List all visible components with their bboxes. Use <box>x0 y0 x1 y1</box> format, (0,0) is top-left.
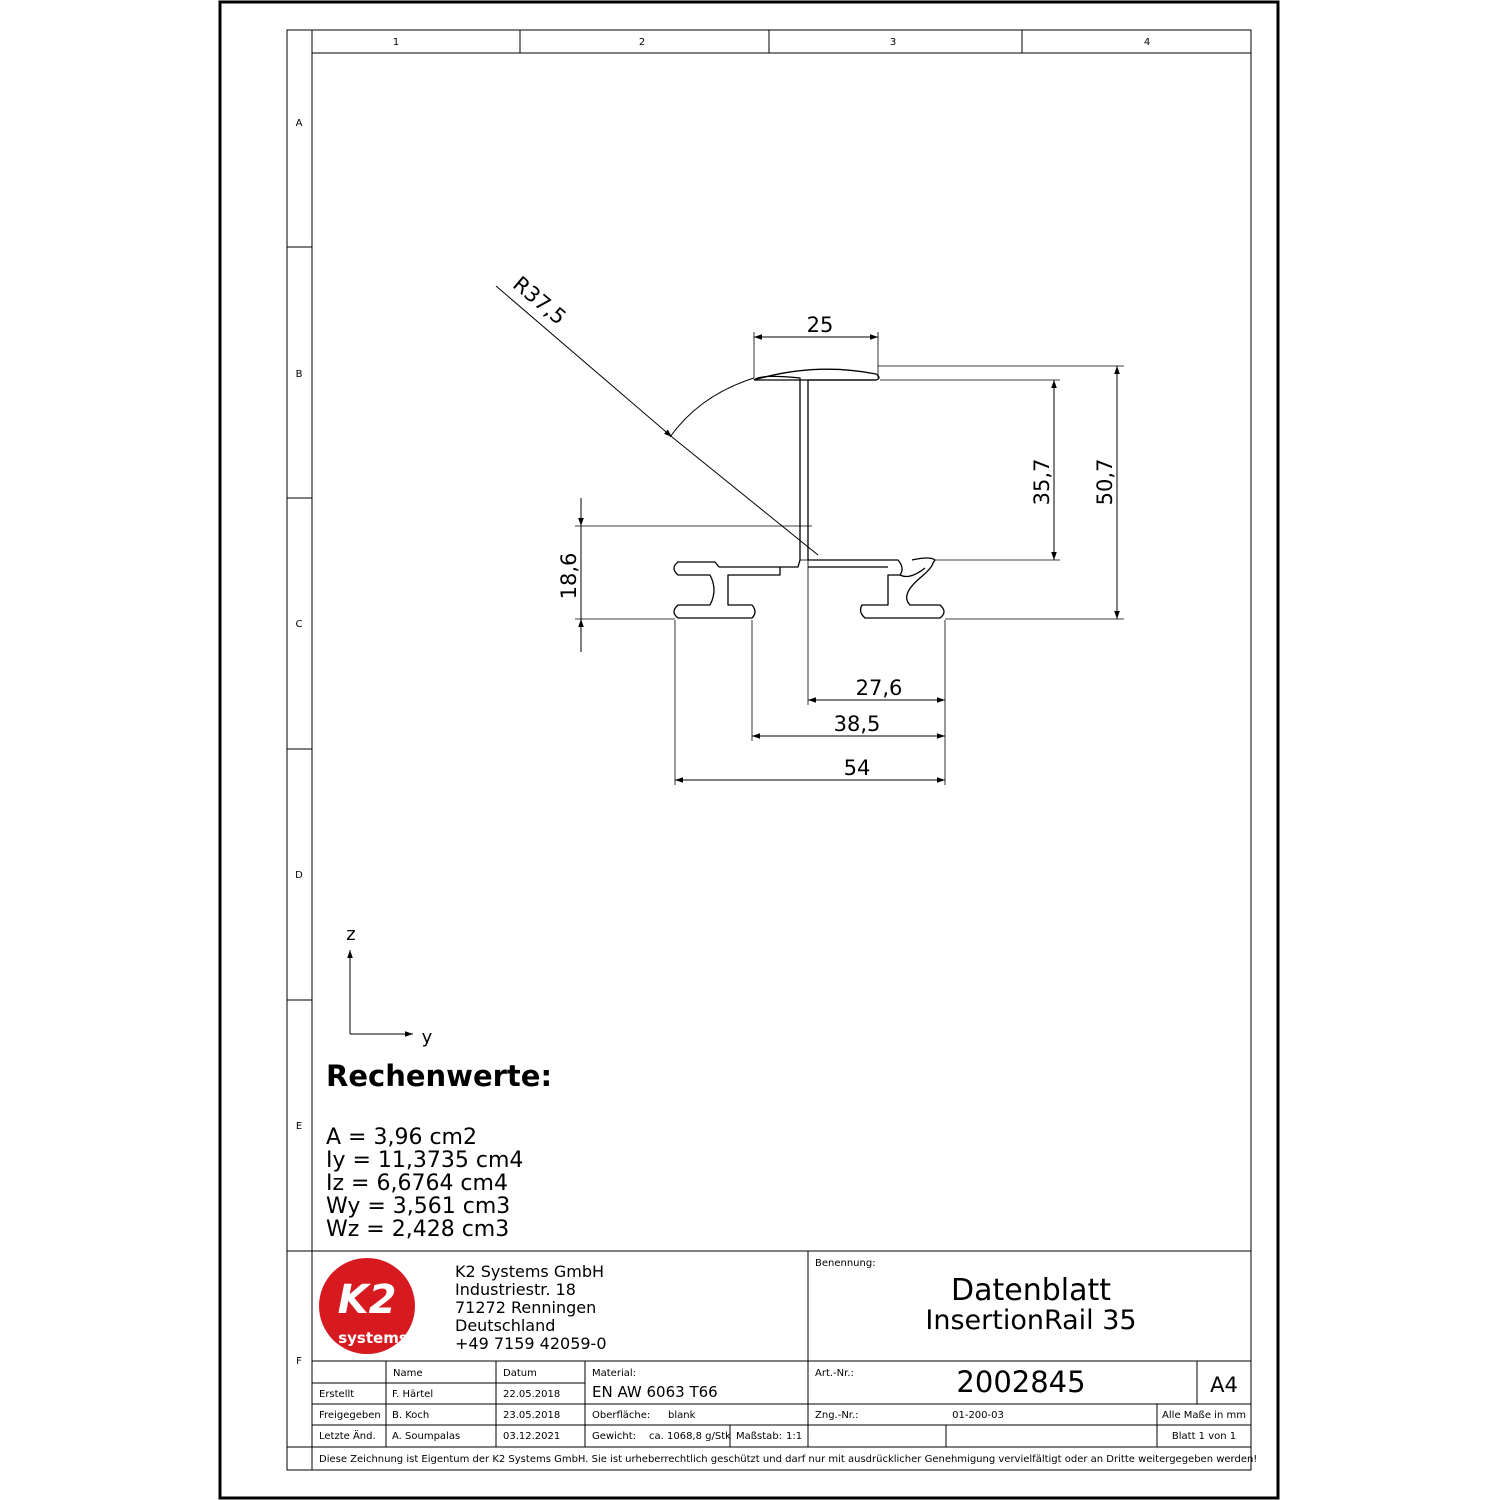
zng-nr-value: 01-200-03 <box>952 1410 1004 1421</box>
rail-profile <box>669 368 945 705</box>
row-name-approved: B. Koch <box>392 1410 429 1421</box>
title-block: K2 systems K2 Systems GmbH Industriestr.… <box>287 1250 1257 1465</box>
art-nr-value: 2002845 <box>956 1365 1085 1399</box>
dim-height-upper-label: 35,7 <box>1030 459 1054 506</box>
material-value: EN AW 6063 T66 <box>592 1383 718 1401</box>
weight-value: ca. 1068,8 g/Stk <box>649 1431 731 1442</box>
surface-value: blank <box>668 1410 696 1421</box>
coordinate-axes: z y <box>346 924 432 1048</box>
company-address: K2 Systems GmbH Industriestr. 18 71272 R… <box>455 1262 607 1353</box>
logo-text-top: K2 <box>338 1277 397 1323</box>
dim-height-total-label: 50,7 <box>1093 459 1117 506</box>
logo-text-bottom: systems <box>338 1329 408 1347</box>
dim-radius-label: R37,5 <box>508 272 570 330</box>
units-note: Alle Maße in mm <box>1162 1410 1246 1421</box>
row-date-changed: 03.12.2021 <box>503 1431 560 1442</box>
grid-col-label: 1 <box>393 37 399 48</box>
scale-label: Maßstab: <box>736 1431 782 1442</box>
axis-y-label: y <box>422 1027 433 1048</box>
company-city: 71272 Renningen <box>455 1298 596 1317</box>
art-nr-label: Art.-Nr.: <box>815 1368 854 1379</box>
grid-col-label: 2 <box>639 37 645 48</box>
drawing-title: Datenblatt <box>951 1273 1111 1308</box>
calc-title: Rechenwerte: <box>326 1059 552 1093</box>
calc-values: Rechenwerte: A = 3,96 cm2 Iy = 11,3735 c… <box>326 1059 552 1242</box>
row-role-created: Erstellt <box>319 1389 354 1400</box>
grid-row-labels: A B C D E F <box>295 118 303 1367</box>
row-role-approved: Freigegeben <box>319 1410 381 1421</box>
calc-line-iz: Iz = 6,6764 cm4 <box>326 1171 508 1196</box>
calc-line-iy: Iy = 11,3735 cm4 <box>326 1148 523 1173</box>
zng-nr-label: Zng.-Nr.: <box>815 1410 859 1421</box>
dim-width-1-label: 27,6 <box>856 676 903 700</box>
row-date-approved: 23.05.2018 <box>503 1410 560 1421</box>
outer-border <box>218 0 1280 1500</box>
calc-line-wy: Wy = 3,561 cm3 <box>326 1194 510 1219</box>
dim-width-3-label: 54 <box>844 756 871 780</box>
sheet-format: A4 <box>1210 1373 1238 1397</box>
calc-line-area: A = 3,96 cm2 <box>326 1125 477 1150</box>
calc-line-wz: Wz = 2,428 cm3 <box>326 1217 509 1242</box>
grid-col-label: 4 <box>1144 37 1150 48</box>
row-name-changed: A. Soumpalas <box>392 1431 460 1442</box>
grid-column-labels: 1 2 3 4 <box>393 37 1150 48</box>
grid-row-label: D <box>295 870 303 881</box>
dim-width-2-label: 38,5 <box>834 712 881 736</box>
dim-height-lower-label: 18,6 <box>557 553 581 600</box>
grid-row-label: A <box>296 118 303 129</box>
col-name-header: Name <box>393 1368 423 1379</box>
company-street: Industriestr. 18 <box>455 1280 576 1299</box>
disclaimer: Diese Zeichnung ist Eigentum der K2 Syst… <box>319 1454 1257 1465</box>
company-name: K2 Systems GmbH <box>455 1262 604 1281</box>
grid-row-label: E <box>296 1121 302 1132</box>
weight-label: Gewicht: <box>592 1431 636 1442</box>
dimension-lines: R37,5 25 35,7 50,7 18,6 27,6 38,5 54 <box>495 272 1124 785</box>
company-phone: +49 7159 42059-0 <box>455 1334 607 1353</box>
row-role-changed: Letzte Änd. <box>319 1429 376 1442</box>
surface-label: Oberfläche: <box>592 1410 650 1421</box>
drawing-subtitle: InsertionRail 35 <box>925 1305 1136 1336</box>
dim-top-width-label: 25 <box>807 313 834 337</box>
company-country: Deutschland <box>455 1316 555 1335</box>
material-label: Material: <box>592 1368 636 1379</box>
grid-row-label: C <box>296 619 303 630</box>
row-date-created: 22.05.2018 <box>503 1389 560 1400</box>
benennung-label: Benennung: <box>815 1258 876 1269</box>
drawing-frame <box>286 29 1252 1471</box>
grid-col-label: 3 <box>890 37 896 48</box>
axis-z-label: z <box>346 924 355 945</box>
scale-value: 1:1 <box>786 1431 802 1442</box>
k2-logo: K2 systems <box>319 1258 415 1354</box>
col-datum-header: Datum <box>503 1368 537 1379</box>
row-name-created: F. Härtel <box>392 1389 433 1400</box>
sheet-count: Blatt 1 von 1 <box>1172 1431 1236 1442</box>
grid-row-label: F <box>296 1356 302 1367</box>
grid-row-label: B <box>296 369 303 380</box>
